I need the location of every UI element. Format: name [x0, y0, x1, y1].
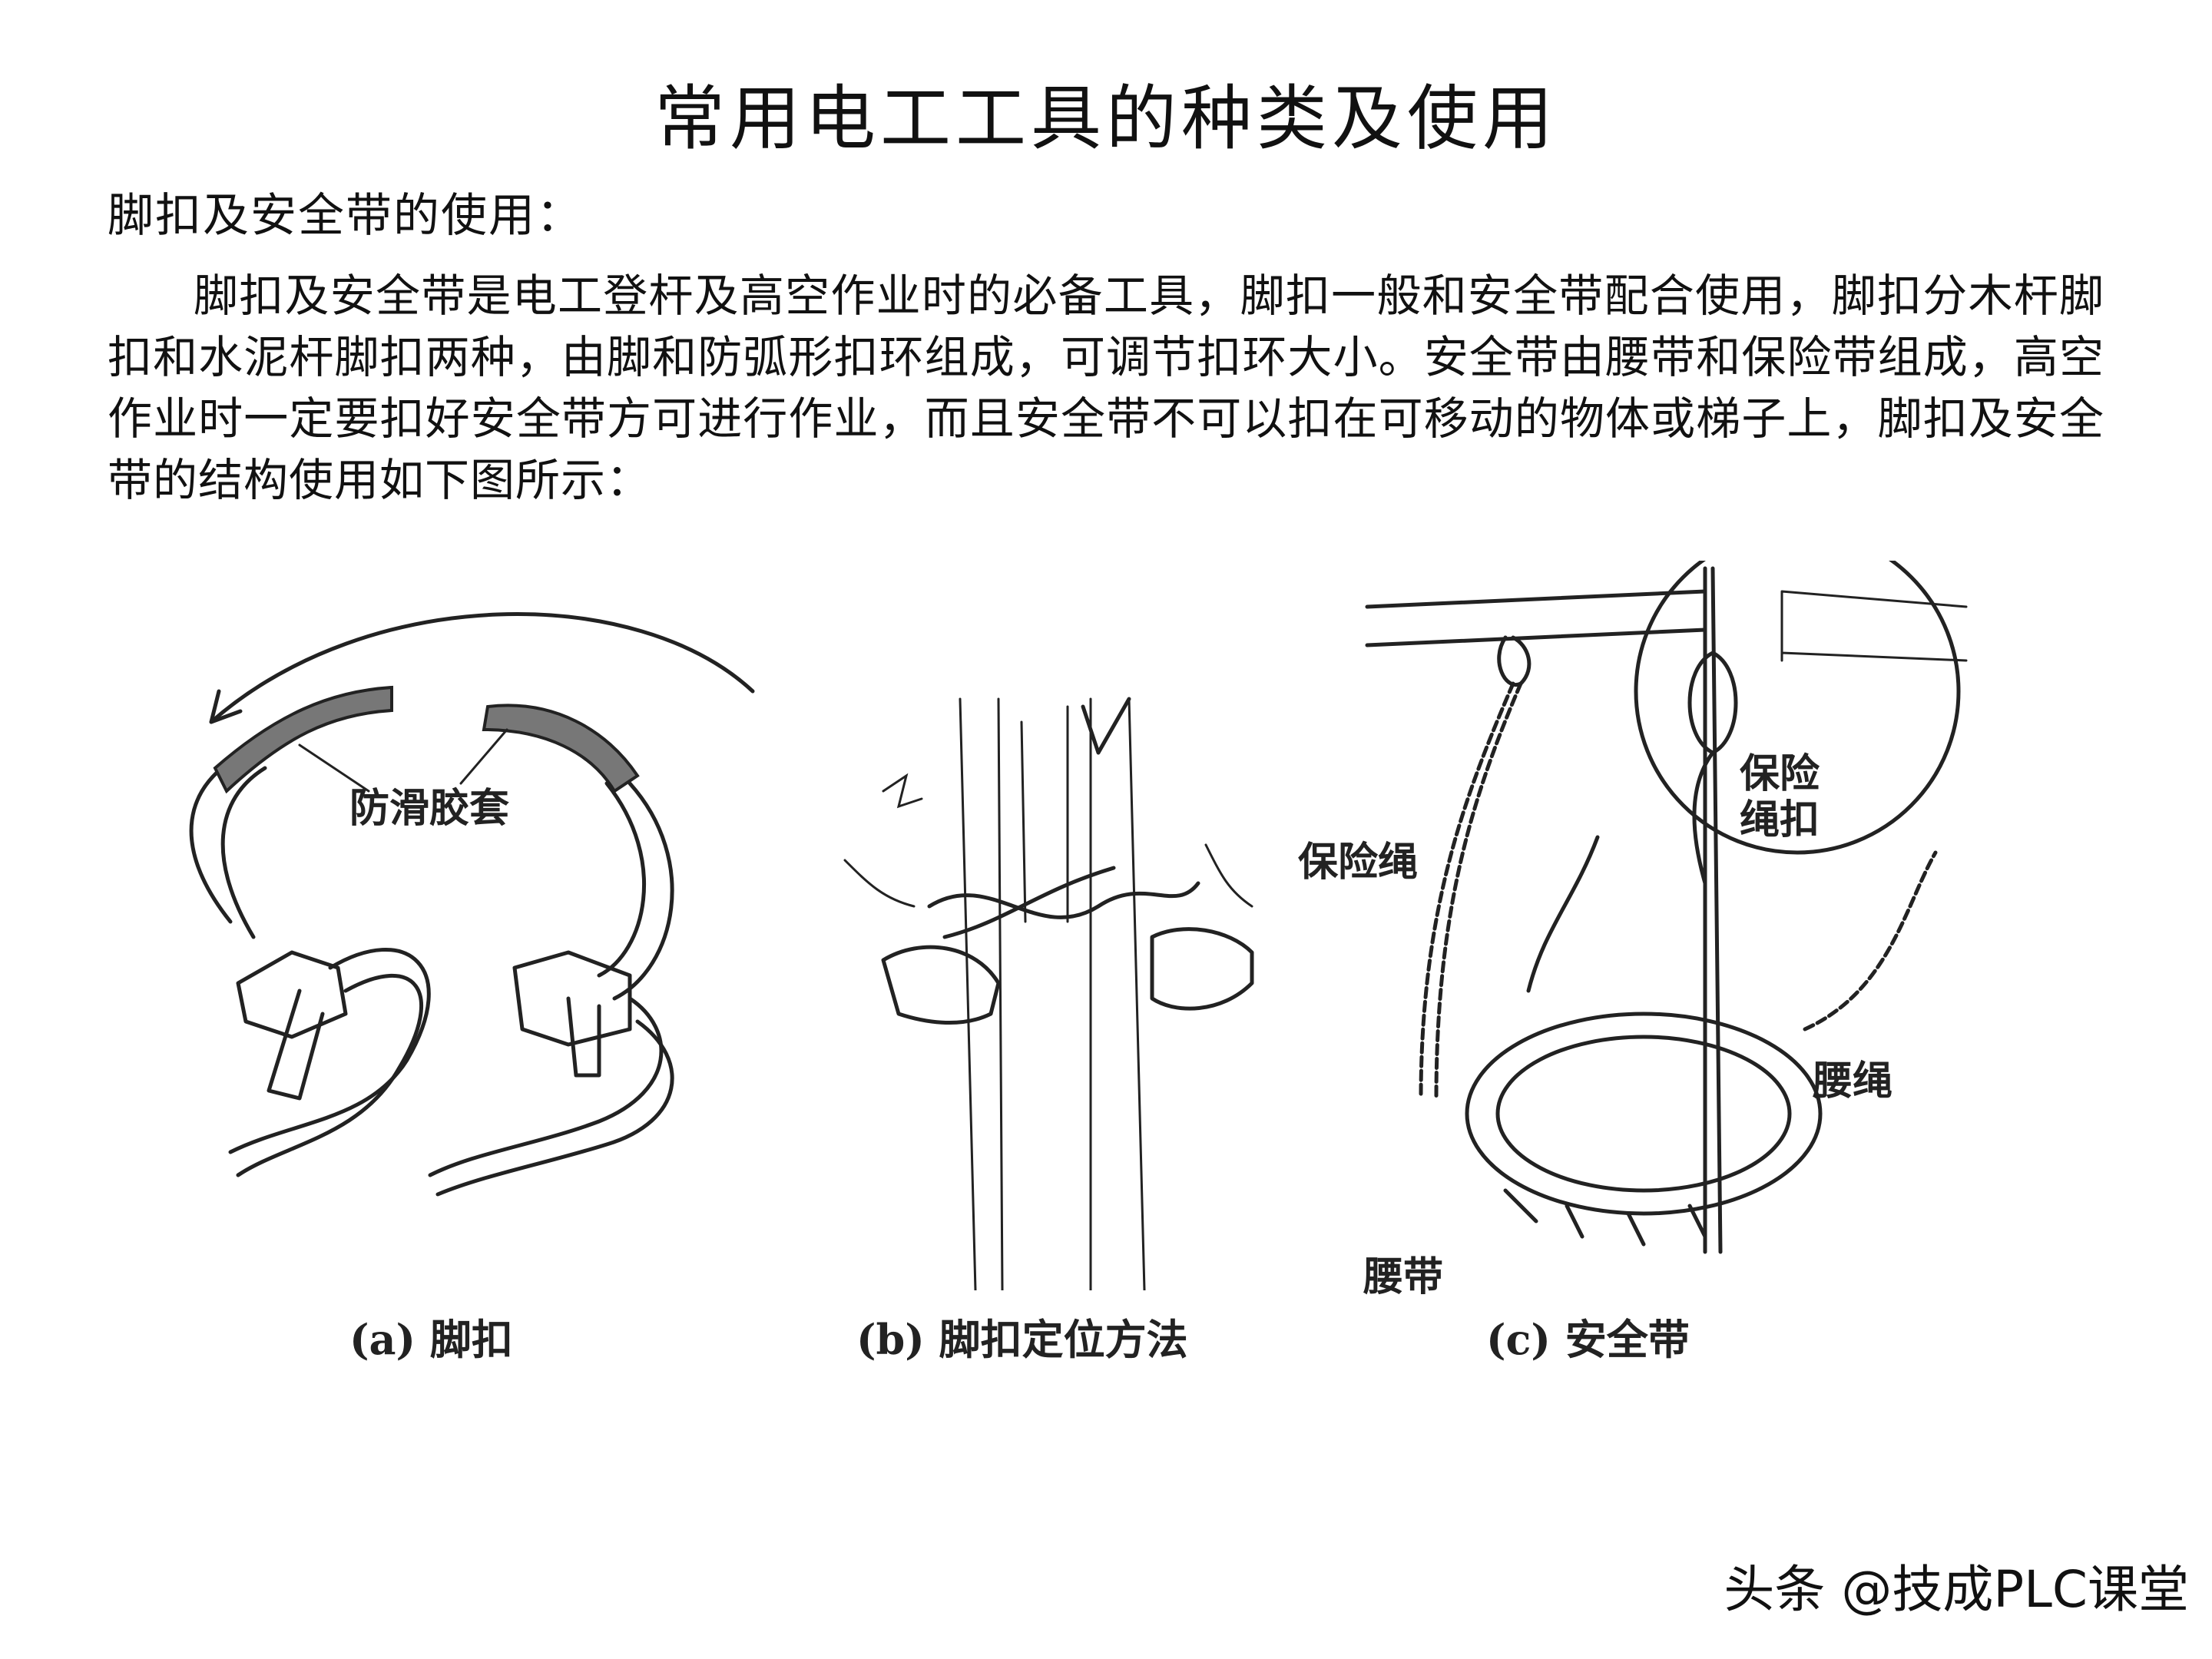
spike-positioning-illustration	[843, 697, 1254, 1290]
page-title: 常用电工工具的种类及使用	[654, 78, 1558, 160]
climbing-spikes-illustration	[189, 612, 755, 1197]
section-heading: 脚扣及安全带的使用：	[108, 189, 584, 243]
label-antislip-sleeve: 防滑胶套	[349, 785, 510, 832]
label-safety-buckle-2: 绳扣	[1740, 796, 1820, 843]
safety-belt-illustration	[1365, 561, 1968, 1254]
label-waist-rope: 腰绳	[1813, 1058, 1893, 1104]
caption-b: (b) 脚扣定位方法	[856, 1315, 1188, 1364]
body-paragraph: 脚扣及安全带是电工登杆及高空作业时的必备工具，脚扣一般和安全带配合使用，脚扣分木…	[108, 270, 2104, 506]
caption-c: (c) 安全带	[1486, 1315, 1690, 1364]
label-safety-rope: 保险绳	[1298, 839, 1419, 886]
figure-panel: 防滑胶套 (a) 脚扣 (b) 脚扣定位方法 保险绳 保险 绳扣 腰绳 腰带 (…	[0, 538, 2212, 1382]
label-waist-belt: 腰带	[1363, 1253, 1444, 1300]
caption-a: (a) 脚扣	[349, 1315, 513, 1364]
watermark: 头条 @技成PLC课堂	[1724, 1560, 2189, 1619]
label-safety-buckle-1: 保险	[1740, 750, 1820, 797]
